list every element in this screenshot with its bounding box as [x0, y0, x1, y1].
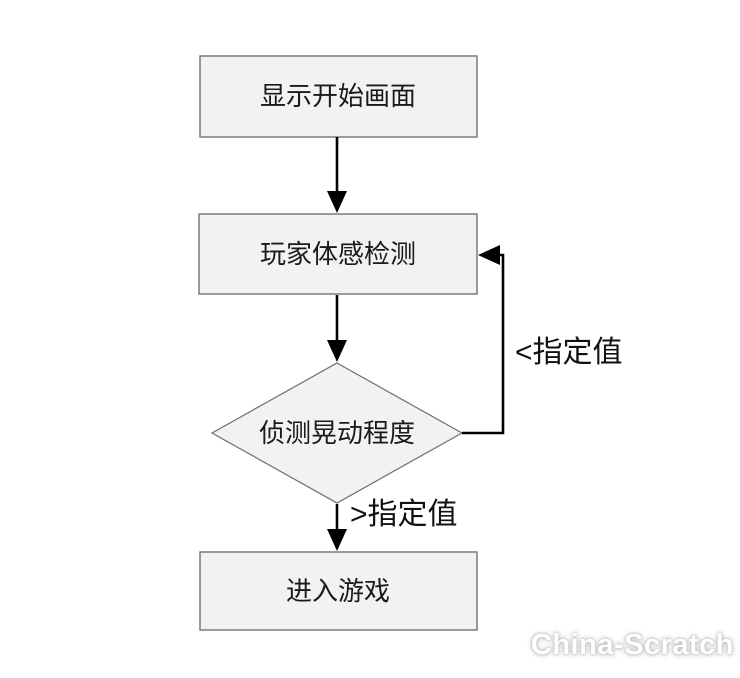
node-player-motion-sensing-label: 玩家体感检测: [260, 239, 416, 269]
edge-label-less-than-value: <指定值: [515, 336, 623, 369]
node-detect-shake-decision: 侦测晃动程度: [210, 362, 464, 504]
node-detect-shake-decision-label: 侦测晃动程度: [259, 418, 415, 448]
edge-start-to-sense: [327, 137, 347, 213]
node-detect-shake-decision-shape: [210, 362, 464, 504]
arrow-down-icon: [327, 529, 347, 551]
edge-decision-to-sense-loop: <指定值: [462, 245, 623, 435]
arrow-down-icon: [327, 191, 347, 213]
edge-decision-to-enter: >指定值: [327, 498, 458, 551]
arrow-left-icon: [478, 245, 500, 265]
node-enter-game: 进入游戏: [199, 551, 478, 631]
arrow-down-icon: [327, 340, 347, 362]
edge-sense-to-decision: [327, 295, 347, 362]
node-display-start-screen-box: [199, 55, 478, 138]
edge-label-greater-than-value: >指定值: [350, 498, 458, 531]
node-display-start-screen: 显示开始画面: [199, 55, 478, 138]
watermark-china-scratch: China-Scratch: [530, 629, 734, 661]
node-display-start-screen-label: 显示开始画面: [260, 81, 416, 111]
node-player-motion-sensing-box: [198, 213, 478, 295]
node-enter-game-box: [199, 551, 478, 631]
node-player-motion-sensing: 玩家体感检测: [198, 213, 478, 295]
node-enter-game-label: 进入游戏: [286, 576, 390, 606]
